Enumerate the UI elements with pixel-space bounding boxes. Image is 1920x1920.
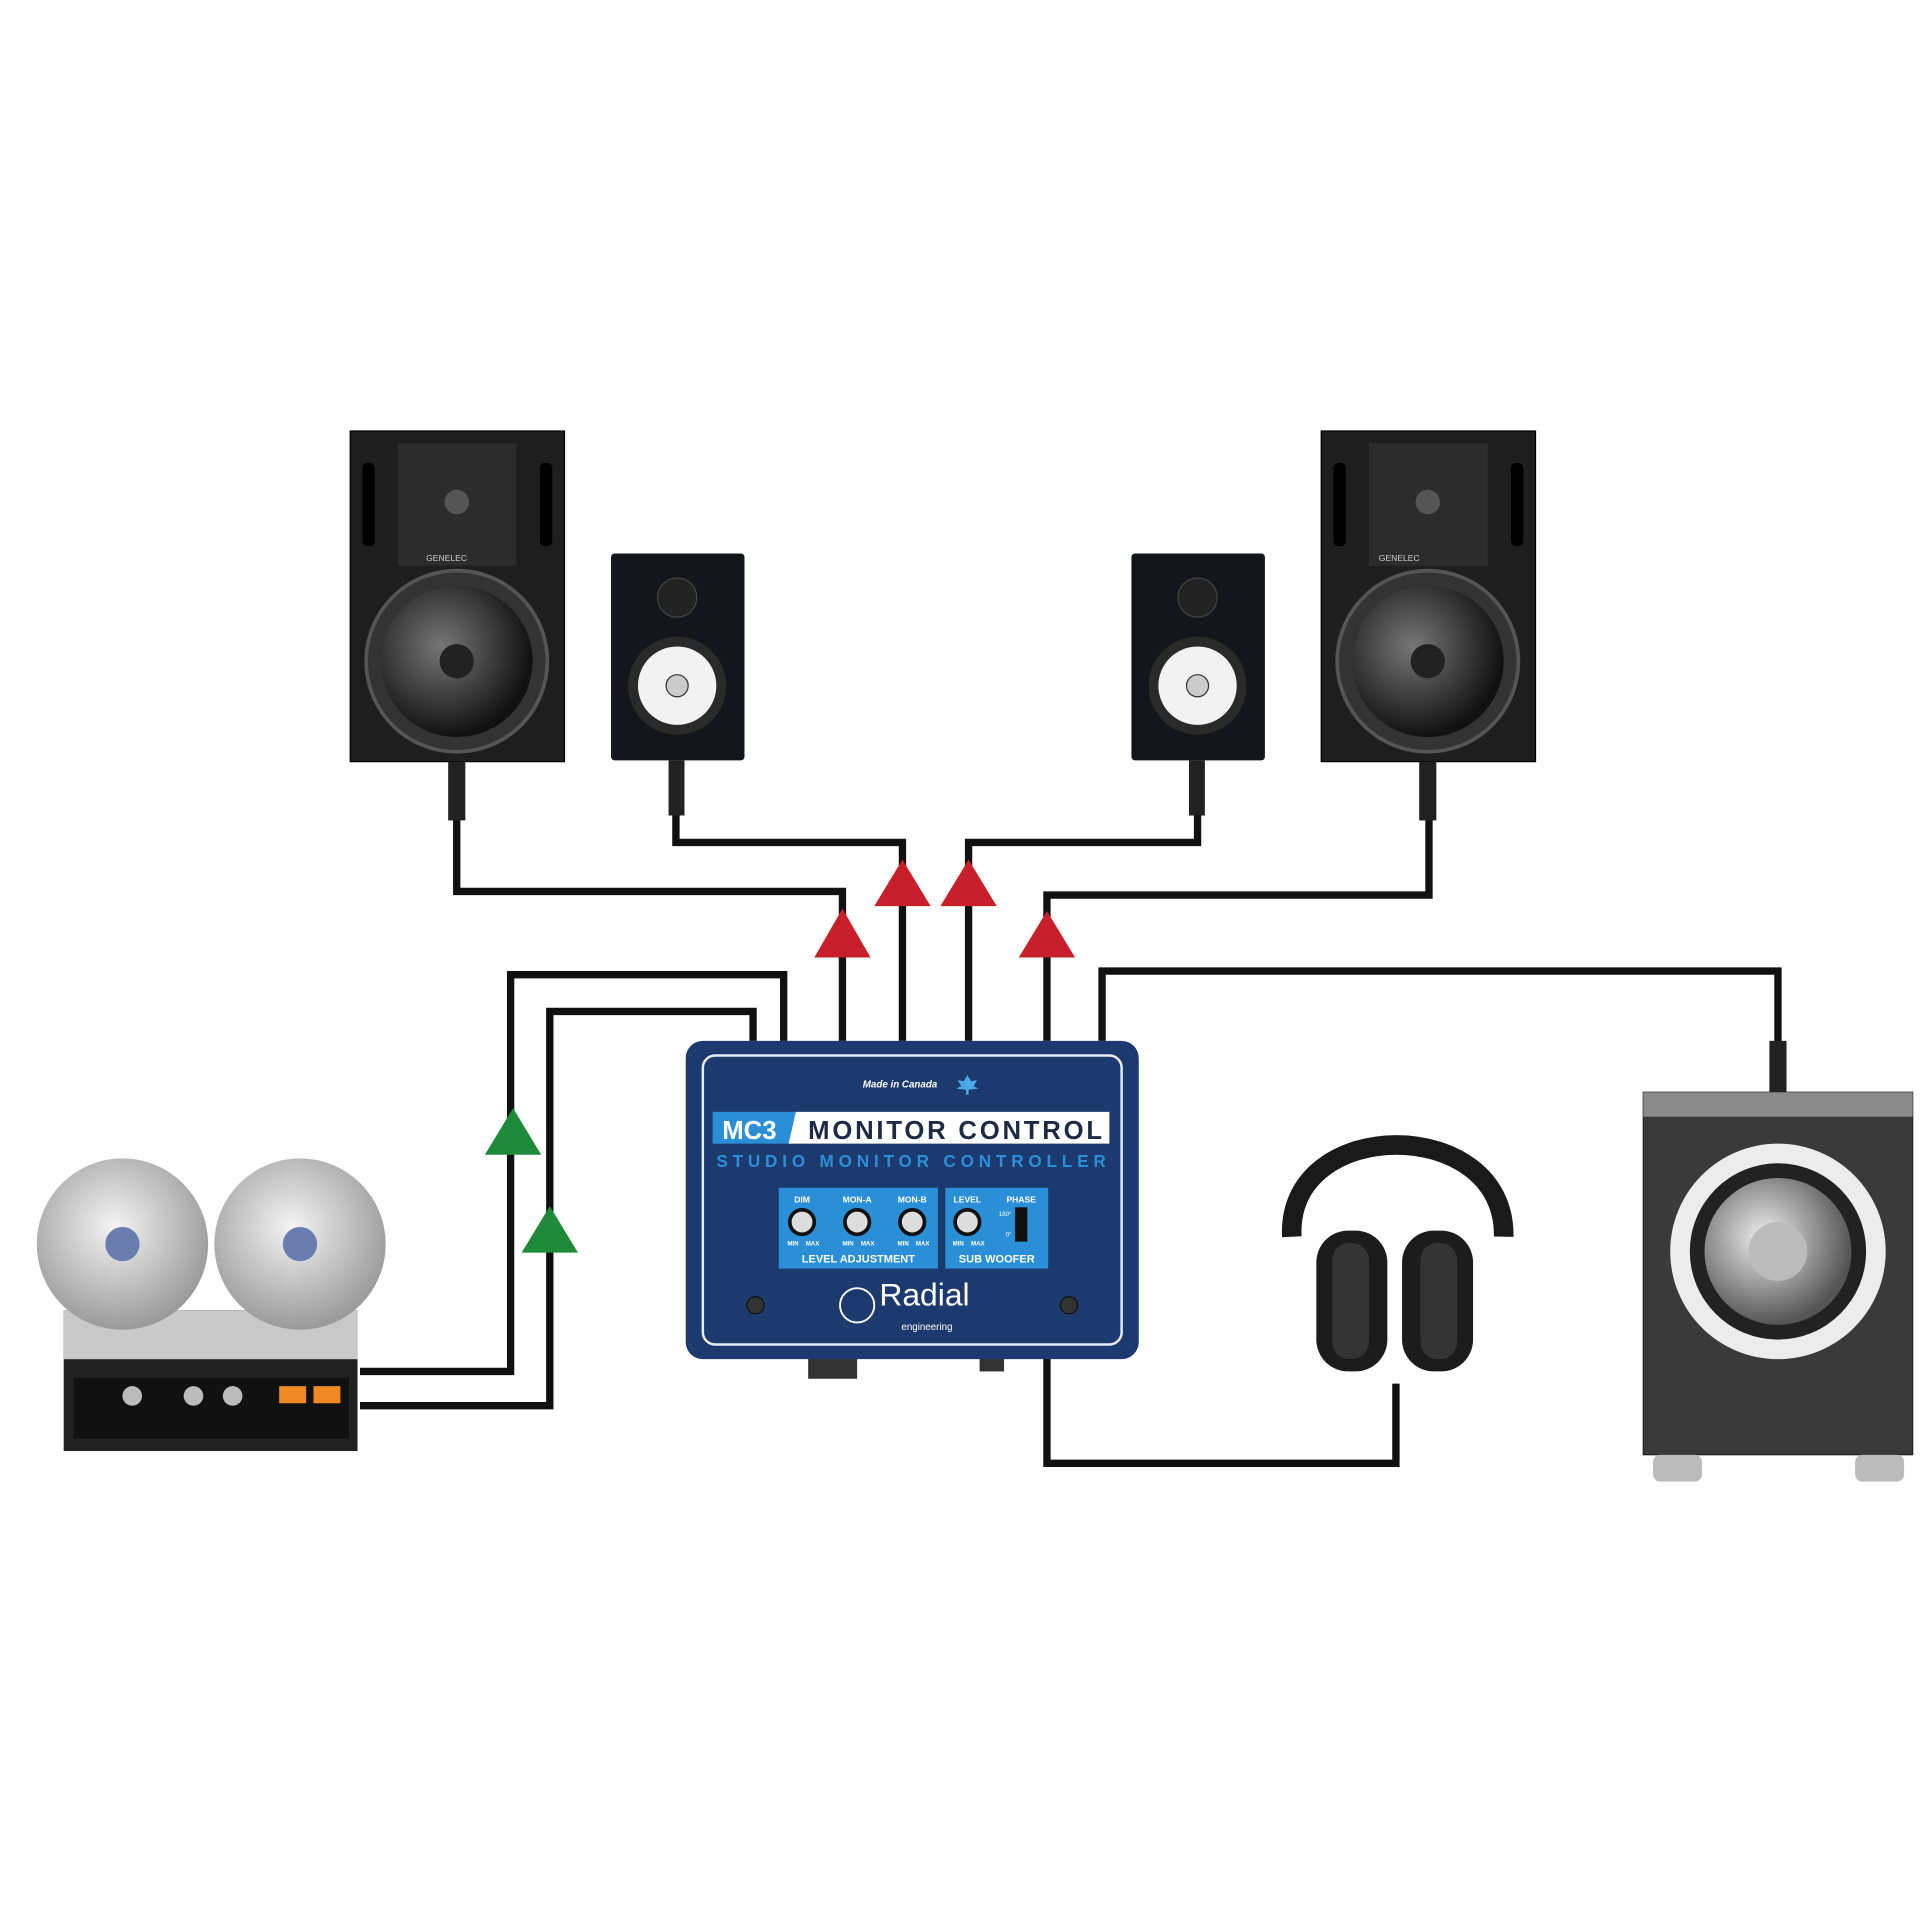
phase-180-label: 180° — [999, 1211, 1012, 1218]
cables — [360, 808, 1782, 1467]
output-arrow-icon — [814, 908, 871, 958]
phase-switch[interactable] — [1015, 1207, 1028, 1242]
subwoofer — [1642, 1040, 1914, 1482]
input-arrow-icon — [521, 1206, 578, 1253]
screw-icon — [746, 1296, 765, 1315]
speaker-near-right — [1131, 553, 1265, 816]
dim-knob[interactable] — [787, 1207, 817, 1237]
max-label: MAX — [916, 1240, 931, 1247]
cable-main-right — [1043, 808, 1433, 1041]
maple-leaf-icon — [956, 1075, 979, 1095]
sub-woofer-label: SUB WOOFER — [959, 1253, 1035, 1265]
max-label: MAX — [971, 1240, 986, 1247]
reel-to-reel-tape-deck — [36, 1158, 386, 1452]
screw-icon — [1059, 1296, 1079, 1315]
output-arrow-icon — [1018, 911, 1076, 958]
cable-near-left — [672, 808, 907, 1041]
radial-logo-icon — [839, 1287, 876, 1324]
knob-label-level: LEVEL — [954, 1194, 982, 1204]
level-adjustment-label: LEVEL ADJUSTMENT — [802, 1253, 915, 1265]
max-label: MAX — [806, 1240, 821, 1247]
mon-a-knob[interactable] — [843, 1207, 872, 1237]
speaker-near-left — [611, 553, 745, 816]
brand-label: Radial — [879, 1276, 969, 1312]
cable-headphones — [1043, 1353, 1400, 1467]
cable-subwoofer — [1098, 967, 1782, 1066]
brand-sub-label: engineering — [901, 1322, 952, 1333]
knob-label-mon-b: MON-B — [898, 1194, 927, 1204]
title-label: MONITOR CONTROL — [808, 1117, 1102, 1145]
output-arrows — [814, 859, 1076, 958]
output-arrow-icon — [874, 859, 931, 907]
mon-b-knob[interactable] — [898, 1207, 927, 1237]
speaker-brand: GENELEC — [426, 553, 467, 563]
min-label: MIN — [898, 1240, 909, 1247]
cable-main-left — [453, 808, 847, 1041]
speaker-main-right: GENELEC — [1320, 430, 1537, 821]
phase-0-label: 0° — [1006, 1232, 1012, 1239]
model-label: MC3 — [722, 1117, 776, 1145]
cable-input-left — [360, 971, 788, 1376]
made-in-canada-label: Made in Canada — [863, 1079, 938, 1090]
phase-label: PHASE — [1006, 1194, 1036, 1204]
cable-input-right — [360, 1007, 757, 1410]
output-arrow-icon — [940, 859, 997, 907]
min-label: MIN — [787, 1240, 798, 1247]
speaker-brand: GENELEC — [1379, 553, 1420, 563]
headphones — [1282, 1135, 1514, 1372]
min-label: MIN — [842, 1240, 853, 1247]
knob-label-mon-a: MON-A — [843, 1194, 872, 1204]
mc3-monitor-controller: Made in Canada MC3 MONITOR CONTROL STUDI… — [685, 1040, 1139, 1379]
max-label: MAX — [861, 1240, 876, 1247]
speaker-main-left: GENELEC — [349, 430, 566, 821]
subtitle-label: STUDIO MONITOR CONTROLLER — [716, 1151, 1106, 1171]
min-label: MIN — [953, 1240, 964, 1247]
input-arrows — [484, 1108, 578, 1253]
sub-level-knob[interactable] — [953, 1207, 982, 1237]
cable-near-right — [964, 808, 1202, 1041]
knob-label-dim: DIM — [794, 1194, 810, 1204]
input-arrow-icon — [484, 1108, 542, 1155]
